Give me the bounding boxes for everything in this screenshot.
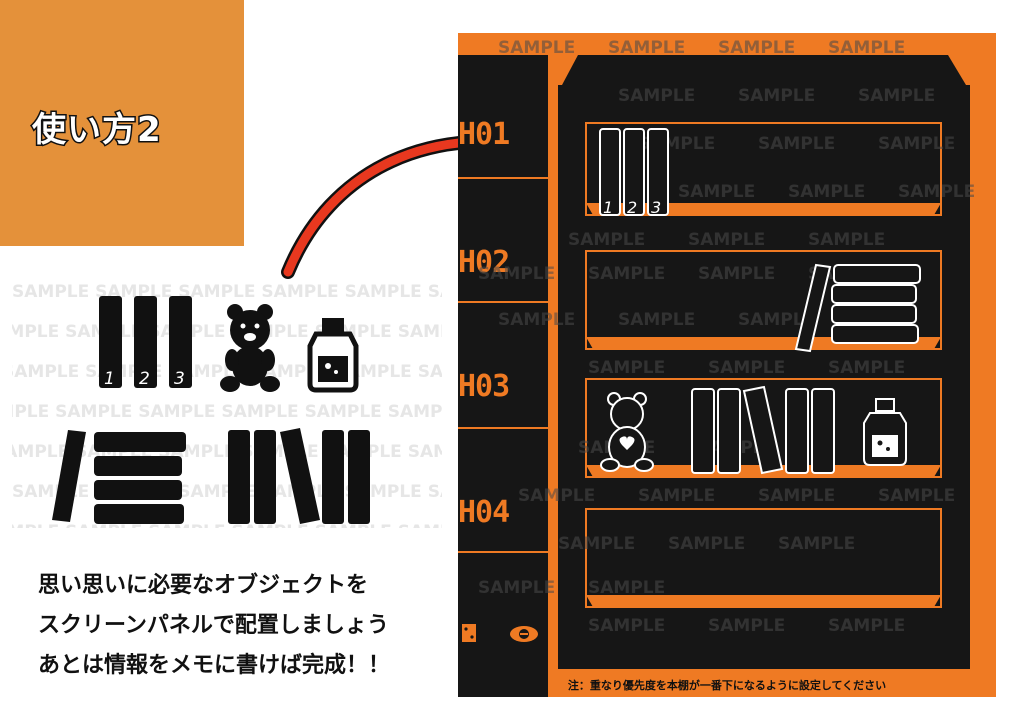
bookshelf: SAMPLE SAMPLE SAMPLE SAMPLE SAMPLE SAMPLE SAM… [478,38,975,669]
tab-divider [458,427,548,429]
svg-text:SAMPLE: SAMPLE [708,358,785,378]
sidebar: H01 H02 H03 H04 [458,55,548,697]
svg-text:SAMPLE: SAMPLE [738,86,815,106]
numbered-books[interactable]: 1 2 3 [99,296,192,389]
instructions: 思い思いに必要なオブジェクトを スクリーンパネルで配置しましょう あとは情報をメ… [38,566,390,686]
shelf-book-number-1: 1 [603,198,613,217]
shelf-book-number-3: 3 [651,198,661,217]
svg-text:SAMPLE: SAMPLE [588,264,665,284]
svg-text:SAMPLE: SAMPLE [688,230,765,250]
page-title: 使い方2 [31,109,163,152]
svg-text:SAMPLE: SAMPLE [678,182,755,202]
svg-text:SAMPLE: SAMPLE [588,616,665,636]
jar-icon[interactable] [307,318,359,393]
standing-books[interactable] [228,428,370,524]
stacked-books[interactable] [52,430,186,524]
instruction-line: 思い思いに必要なオブジェクトを [38,573,369,598]
instruction-line: スクリーンパネルで配置しましょう [38,613,389,638]
watermark-row: SAMPLE SAMPLE SAMPLE SAMPLE SAMPLE SAMPL… [12,402,442,422]
svg-text:SAMPLE: SAMPLE [878,486,955,506]
svg-text:SAMPLE: SAMPLE [708,616,785,636]
instruction-line: あとは情報をメモに書けば完成！！ [38,653,391,678]
book-number-1: 1 [104,369,115,389]
shelf-jar[interactable] [863,398,907,466]
svg-text:SAMPLE: SAMPLE [568,230,645,250]
svg-text:SAMPLE: SAMPLE [498,38,575,58]
svg-text:SAMPLE: SAMPLE [618,86,695,106]
dice-icon[interactable] [462,624,476,642]
tab-divider [458,301,548,303]
svg-text:SAMPLE: SAMPLE [758,134,835,154]
svg-text:SAMPLE: SAMPLE [478,578,555,598]
tab-h02[interactable]: H02 [458,245,510,280]
svg-text:SAMPLE: SAMPLE [878,134,955,154]
priority-note: 注：重なり優先度を本棚が一番下になるように設定してください [567,679,887,692]
shelf-stacked-books[interactable] [794,263,921,353]
tab-divider [458,177,548,179]
shelf-standing-books[interactable] [691,385,835,475]
tab-h01[interactable]: H01 [458,117,510,152]
svg-text:SAMPLE: SAMPLE [828,358,905,378]
svg-text:SAMPLE: SAMPLE [498,310,575,330]
svg-text:SAMPLE: SAMPLE [788,182,865,202]
shelf-teddy-bear[interactable] [600,392,654,472]
svg-text:SAMPLE: SAMPLE [858,86,935,106]
svg-text:SAMPLE: SAMPLE [808,230,885,250]
shelf-book-number-2: 2 [627,198,637,217]
svg-text:SAMPLE: SAMPLE [778,534,855,554]
svg-text:SAMPLE: SAMPLE [588,358,665,378]
svg-text:SAMPLE: SAMPLE [828,38,905,58]
shelf-numbered-books[interactable] [599,128,669,216]
book-number-3: 3 [174,369,185,389]
svg-text:SAMPLE: SAMPLE [478,264,555,284]
svg-text:SAMPLE: SAMPLE [638,486,715,506]
tab-h03[interactable]: H03 [458,369,510,404]
svg-text:SAMPLE: SAMPLE [828,616,905,636]
tab-h04[interactable]: H04 [458,495,510,530]
svg-text:SAMPLE: SAMPLE [618,310,695,330]
watermark-row: SAMPLE SAMPLE SAMPLE SAMPLE SAMPLE SAMPL… [12,512,442,528]
svg-text:SAMPLE: SAMPLE [558,534,635,554]
eye-icon[interactable] [510,626,538,642]
svg-text:SAMPLE: SAMPLE [698,264,775,284]
svg-text:SAMPLE: SAMPLE [898,182,975,202]
tab-divider [458,551,548,553]
book-number-2: 2 [139,369,150,389]
screen-panel: H01 H02 H03 H04 [458,33,996,697]
svg-text:SAMPLE: SAMPLE [668,534,745,554]
svg-text:SAMPLE: SAMPLE [588,578,665,598]
svg-text:SAMPLE: SAMPLE [718,38,795,58]
title-box: 使い方2 [0,0,244,246]
teddy-bear-icon[interactable] [220,304,280,392]
svg-text:SAMPLE: SAMPLE [518,486,595,506]
svg-text:SAMPLE: SAMPLE [608,38,685,58]
svg-text:SAMPLE: SAMPLE [758,486,835,506]
svg-text:SAMPLE: SAMPLE [738,310,815,330]
